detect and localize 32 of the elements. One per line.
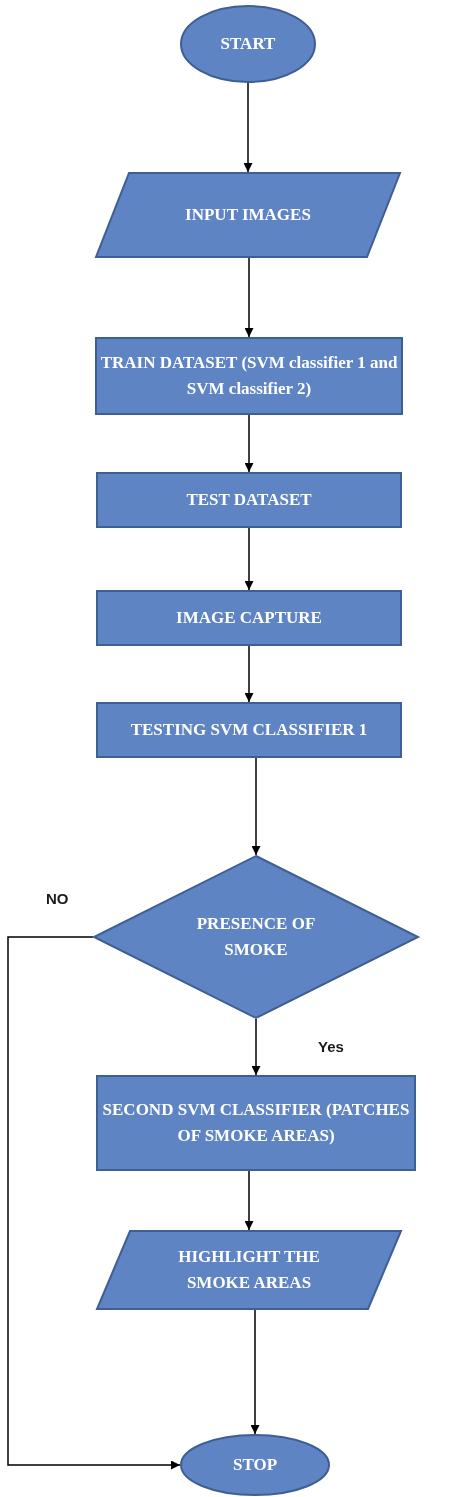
node-text: TEST DATASET: [186, 488, 312, 511]
start-terminal: [180, 5, 316, 83]
stop-terminal: [180, 1434, 330, 1496]
process-box: [96, 472, 402, 528]
arrow: [244, 527, 254, 591]
node-text: TRAIN DATASET (SVM classifier 1 and SVM classifier 2): [99, 351, 399, 400]
arrow: [244, 645, 254, 703]
node-text: TESTING SVM CLASSIFIER 1: [130, 718, 368, 741]
arrow: [244, 1170, 254, 1231]
node-text: IMAGE CAPTURE: [176, 606, 322, 629]
arrow: [244, 257, 254, 338]
arrow: [250, 1309, 260, 1435]
output-parallelogram: [96, 1230, 402, 1310]
edge-label: NO: [46, 890, 69, 907]
node-text: PRESENCE OF SMOKE: [195, 912, 317, 961]
node-text: HIGHLIGHT THE SMOKE AREAS: [177, 1245, 321, 1294]
arrow: [7, 936, 181, 1470]
input-parallelogram: [95, 172, 401, 258]
node-text: SECOND SVM CLASSIFIER (PATCHES OF SMOKE AREAS): [101, 1098, 411, 1147]
edge-label: Yes: [318, 1038, 344, 1055]
node-text: START: [220, 32, 276, 55]
arrow: [251, 1018, 261, 1076]
arrow: [251, 757, 261, 856]
process-box: [96, 1075, 416, 1171]
arrow: [244, 414, 254, 473]
process-box: [95, 337, 403, 415]
arrow: [243, 82, 253, 173]
decision-diamond: [93, 855, 419, 1019]
process-box: [96, 702, 402, 758]
node-text: INPUT IMAGES: [185, 203, 311, 226]
process-box: [96, 590, 402, 646]
node-text: STOP: [232, 1453, 278, 1476]
